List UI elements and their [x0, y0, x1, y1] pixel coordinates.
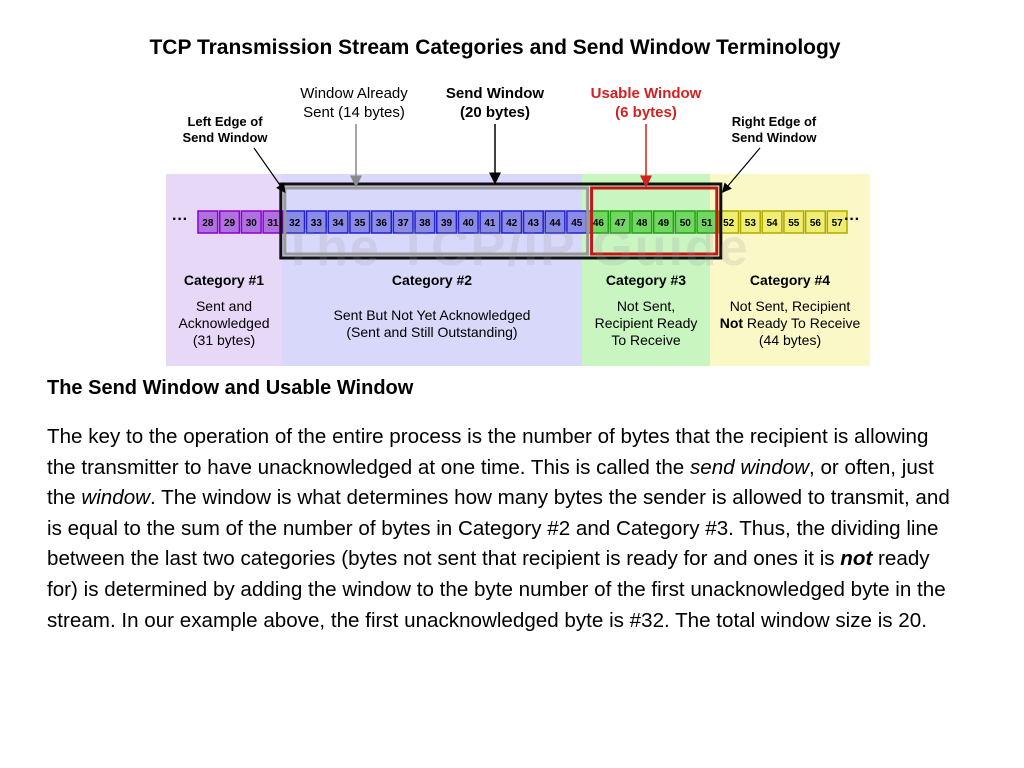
- byte-box: [804, 210, 827, 234]
- byte-box: [609, 210, 631, 234]
- byte-number: 43: [528, 218, 540, 229]
- byte-number: 45: [571, 218, 583, 229]
- category-2-background: [282, 174, 582, 366]
- usable-window-label: Usable Window (6 bytes): [590, 85, 702, 121]
- category-4-background: [710, 174, 870, 366]
- category-4-label: Category #4 Not Sent, Recipient Not Read…: [719, 272, 861, 348]
- byte-number: 57: [832, 218, 844, 229]
- byte-number: 53: [745, 218, 757, 229]
- byte-number: 41: [484, 218, 496, 229]
- byte-box: [718, 210, 740, 234]
- byte-number: 48: [636, 218, 648, 229]
- byte-box: [522, 210, 544, 234]
- category-2-label: Category #2 Sent But Not Yet Acknowledge…: [333, 272, 531, 340]
- byte-number: 31: [267, 218, 279, 229]
- byte-box: [327, 210, 349, 234]
- usable-window-box: [590, 186, 719, 256]
- already-sent-label: Window Already Sent (14 bytes): [300, 85, 408, 121]
- page-title: TCP Transmission Stream Categories and S…: [149, 36, 841, 59]
- left-edge-arrow: [253, 147, 286, 193]
- body-paragraph: The key to the operation of the entire p…: [47, 425, 950, 632]
- diagram-graphic: 28 29 30 31 32 33 34 35 36 37 38 39 40 41 42 43 44 45 46 47…: [166, 124, 870, 366]
- byte-box: [305, 210, 327, 234]
- left-edge-label: Left Edge of Send Window: [182, 114, 268, 145]
- byte-number: 38: [419, 218, 431, 229]
- byte-box: [197, 210, 219, 234]
- category-3-label: Category #3 Not Sent, Recipient Ready To…: [594, 272, 698, 348]
- byte-box: [544, 210, 566, 234]
- byte-number: 54: [766, 218, 778, 229]
- byte-number: 32: [289, 218, 301, 229]
- byte-box: [761, 210, 783, 234]
- byte-box: [240, 210, 262, 234]
- byte-box: [739, 210, 761, 234]
- byte-number: 51: [701, 218, 713, 229]
- byte-number: 55: [788, 218, 800, 229]
- byte-box: [479, 210, 501, 234]
- left-ellipsis: ···: [172, 211, 188, 228]
- right-edge-arrow: [722, 147, 761, 193]
- byte-number: 50: [680, 218, 692, 229]
- byte-number: 49: [658, 218, 670, 229]
- byte-number: 56: [810, 218, 822, 229]
- byte-number: 52: [723, 218, 735, 229]
- byte-number: 42: [506, 218, 518, 229]
- already-sent-box: [283, 186, 590, 256]
- byte-box: [370, 210, 393, 234]
- byte-box: [457, 210, 479, 234]
- byte-box: [262, 210, 284, 234]
- byte-box: [392, 210, 414, 234]
- byte-number: 34: [332, 218, 344, 229]
- byte-number: 47: [615, 218, 627, 229]
- byte-box: [652, 210, 675, 234]
- category-3-background: [582, 174, 710, 366]
- byte-number: 35: [354, 218, 366, 229]
- byte-box: [631, 210, 653, 234]
- byte-box: [218, 210, 241, 234]
- byte-number: 44: [549, 218, 561, 229]
- tcp-window-diagram: 28 29 30 31 32 33 34 35 36 37 38 39 40 41 42 43 44 45 46 47…: [166, 82, 870, 366]
- category-1-label: Category #1 Sent and Acknowledged (31 by…: [178, 272, 270, 348]
- byte-number: 46: [593, 218, 605, 229]
- byte-number: 37: [398, 218, 410, 229]
- send-window-label: Send Window (20 bytes): [445, 85, 545, 121]
- byte-box: [783, 210, 805, 234]
- right-ellipsis: ···: [844, 211, 860, 228]
- byte-number: 33: [311, 218, 323, 229]
- byte-box: [501, 210, 523, 234]
- byte-number: 36: [376, 218, 388, 229]
- watermark: The TCP/IP Guide: [282, 219, 750, 277]
- byte-box: [435, 210, 458, 234]
- byte-number: 30: [246, 218, 258, 229]
- byte-box: [826, 210, 848, 234]
- right-edge-label: Right Edge of Send Window: [731, 114, 817, 145]
- byte-box: [414, 210, 436, 234]
- section-heading: The Send Window and Usable Window: [47, 377, 414, 399]
- byte-number: 39: [441, 218, 453, 229]
- byte-box: [674, 210, 696, 234]
- byte-number: 40: [463, 218, 475, 229]
- byte-number: 28: [202, 218, 214, 229]
- byte-box: [349, 210, 371, 234]
- byte-number: 29: [224, 218, 236, 229]
- category-1-background: [166, 174, 282, 366]
